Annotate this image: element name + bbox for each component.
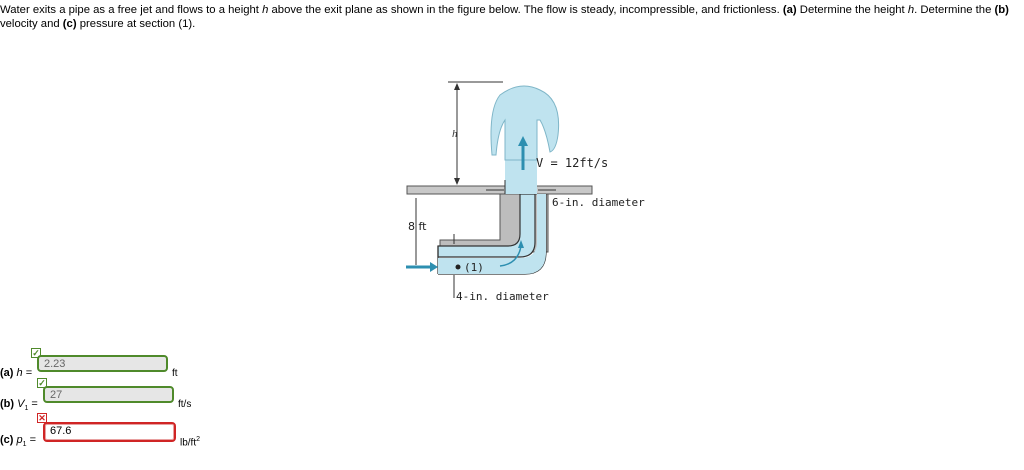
flow-curve-arrow-icon	[518, 240, 524, 248]
inlet-diameter-label: 4-in. diameter	[456, 290, 549, 303]
exit-diameter-label: 6-in. diameter	[552, 196, 645, 209]
answer-a-unit: ft	[172, 368, 178, 379]
h-arrow-down-icon	[454, 178, 460, 185]
correct-check-icon: ✓	[37, 378, 47, 388]
incorrect-x-icon: ✕	[37, 413, 47, 423]
question-text: Water exits a pipe as a free jet and flo…	[0, 3, 1022, 31]
answer-b-input[interactable]: 27	[43, 386, 174, 403]
velocity-label: V = 12ft/s	[536, 156, 608, 170]
section-point	[455, 264, 461, 270]
h-arrow-up-icon	[454, 83, 460, 90]
answer-b-unit: ft/s	[178, 399, 192, 410]
part-a-tag: (a)	[782, 4, 797, 16]
variable-h: h	[262, 4, 269, 16]
question-part: pressure at section (1).	[76, 18, 196, 30]
inlet-arrow-icon	[430, 262, 438, 272]
fountain-top	[490, 85, 560, 161]
pipe-water-lower	[438, 194, 546, 274]
question-part: above the exit plane as shown in the fig…	[268, 4, 783, 16]
answer-b-label: (b) V1 =	[0, 398, 38, 413]
variable-h: h	[907, 4, 915, 16]
answer-a-input[interactable]: 2.23	[37, 355, 168, 372]
correct-check-icon: ✓	[31, 348, 41, 358]
answer-c-unit: lb/ft2	[180, 436, 201, 449]
question-part: Determine the height	[796, 4, 908, 16]
answer-c-input[interactable]: 67.6	[43, 422, 176, 442]
pipe-diagram: h V = 12ft/s 6-in. diameter 8 ft (1) 4-i…	[400, 60, 650, 320]
section-label: (1)	[464, 261, 484, 274]
velocity-arrow-icon	[518, 136, 528, 146]
question-part: Water exits a pipe as a free jet and flo…	[0, 4, 263, 16]
h-label: h	[452, 128, 458, 140]
part-b-tag: (b)	[994, 4, 1009, 16]
question-part: . Determine the	[914, 4, 995, 16]
question-part: velocity and	[0, 18, 63, 30]
answer-c-label: (c) p1 =	[0, 434, 37, 449]
pipe-jet-figure: h V = 12ft/s 6-in. diameter 8 ft (1) 4-i…	[400, 60, 650, 320]
height-label: 8 ft	[408, 220, 427, 233]
flow-curve	[499, 245, 522, 267]
part-c-tag: (c)	[62, 18, 77, 30]
answer-a-label: (a) h =	[0, 367, 33, 379]
